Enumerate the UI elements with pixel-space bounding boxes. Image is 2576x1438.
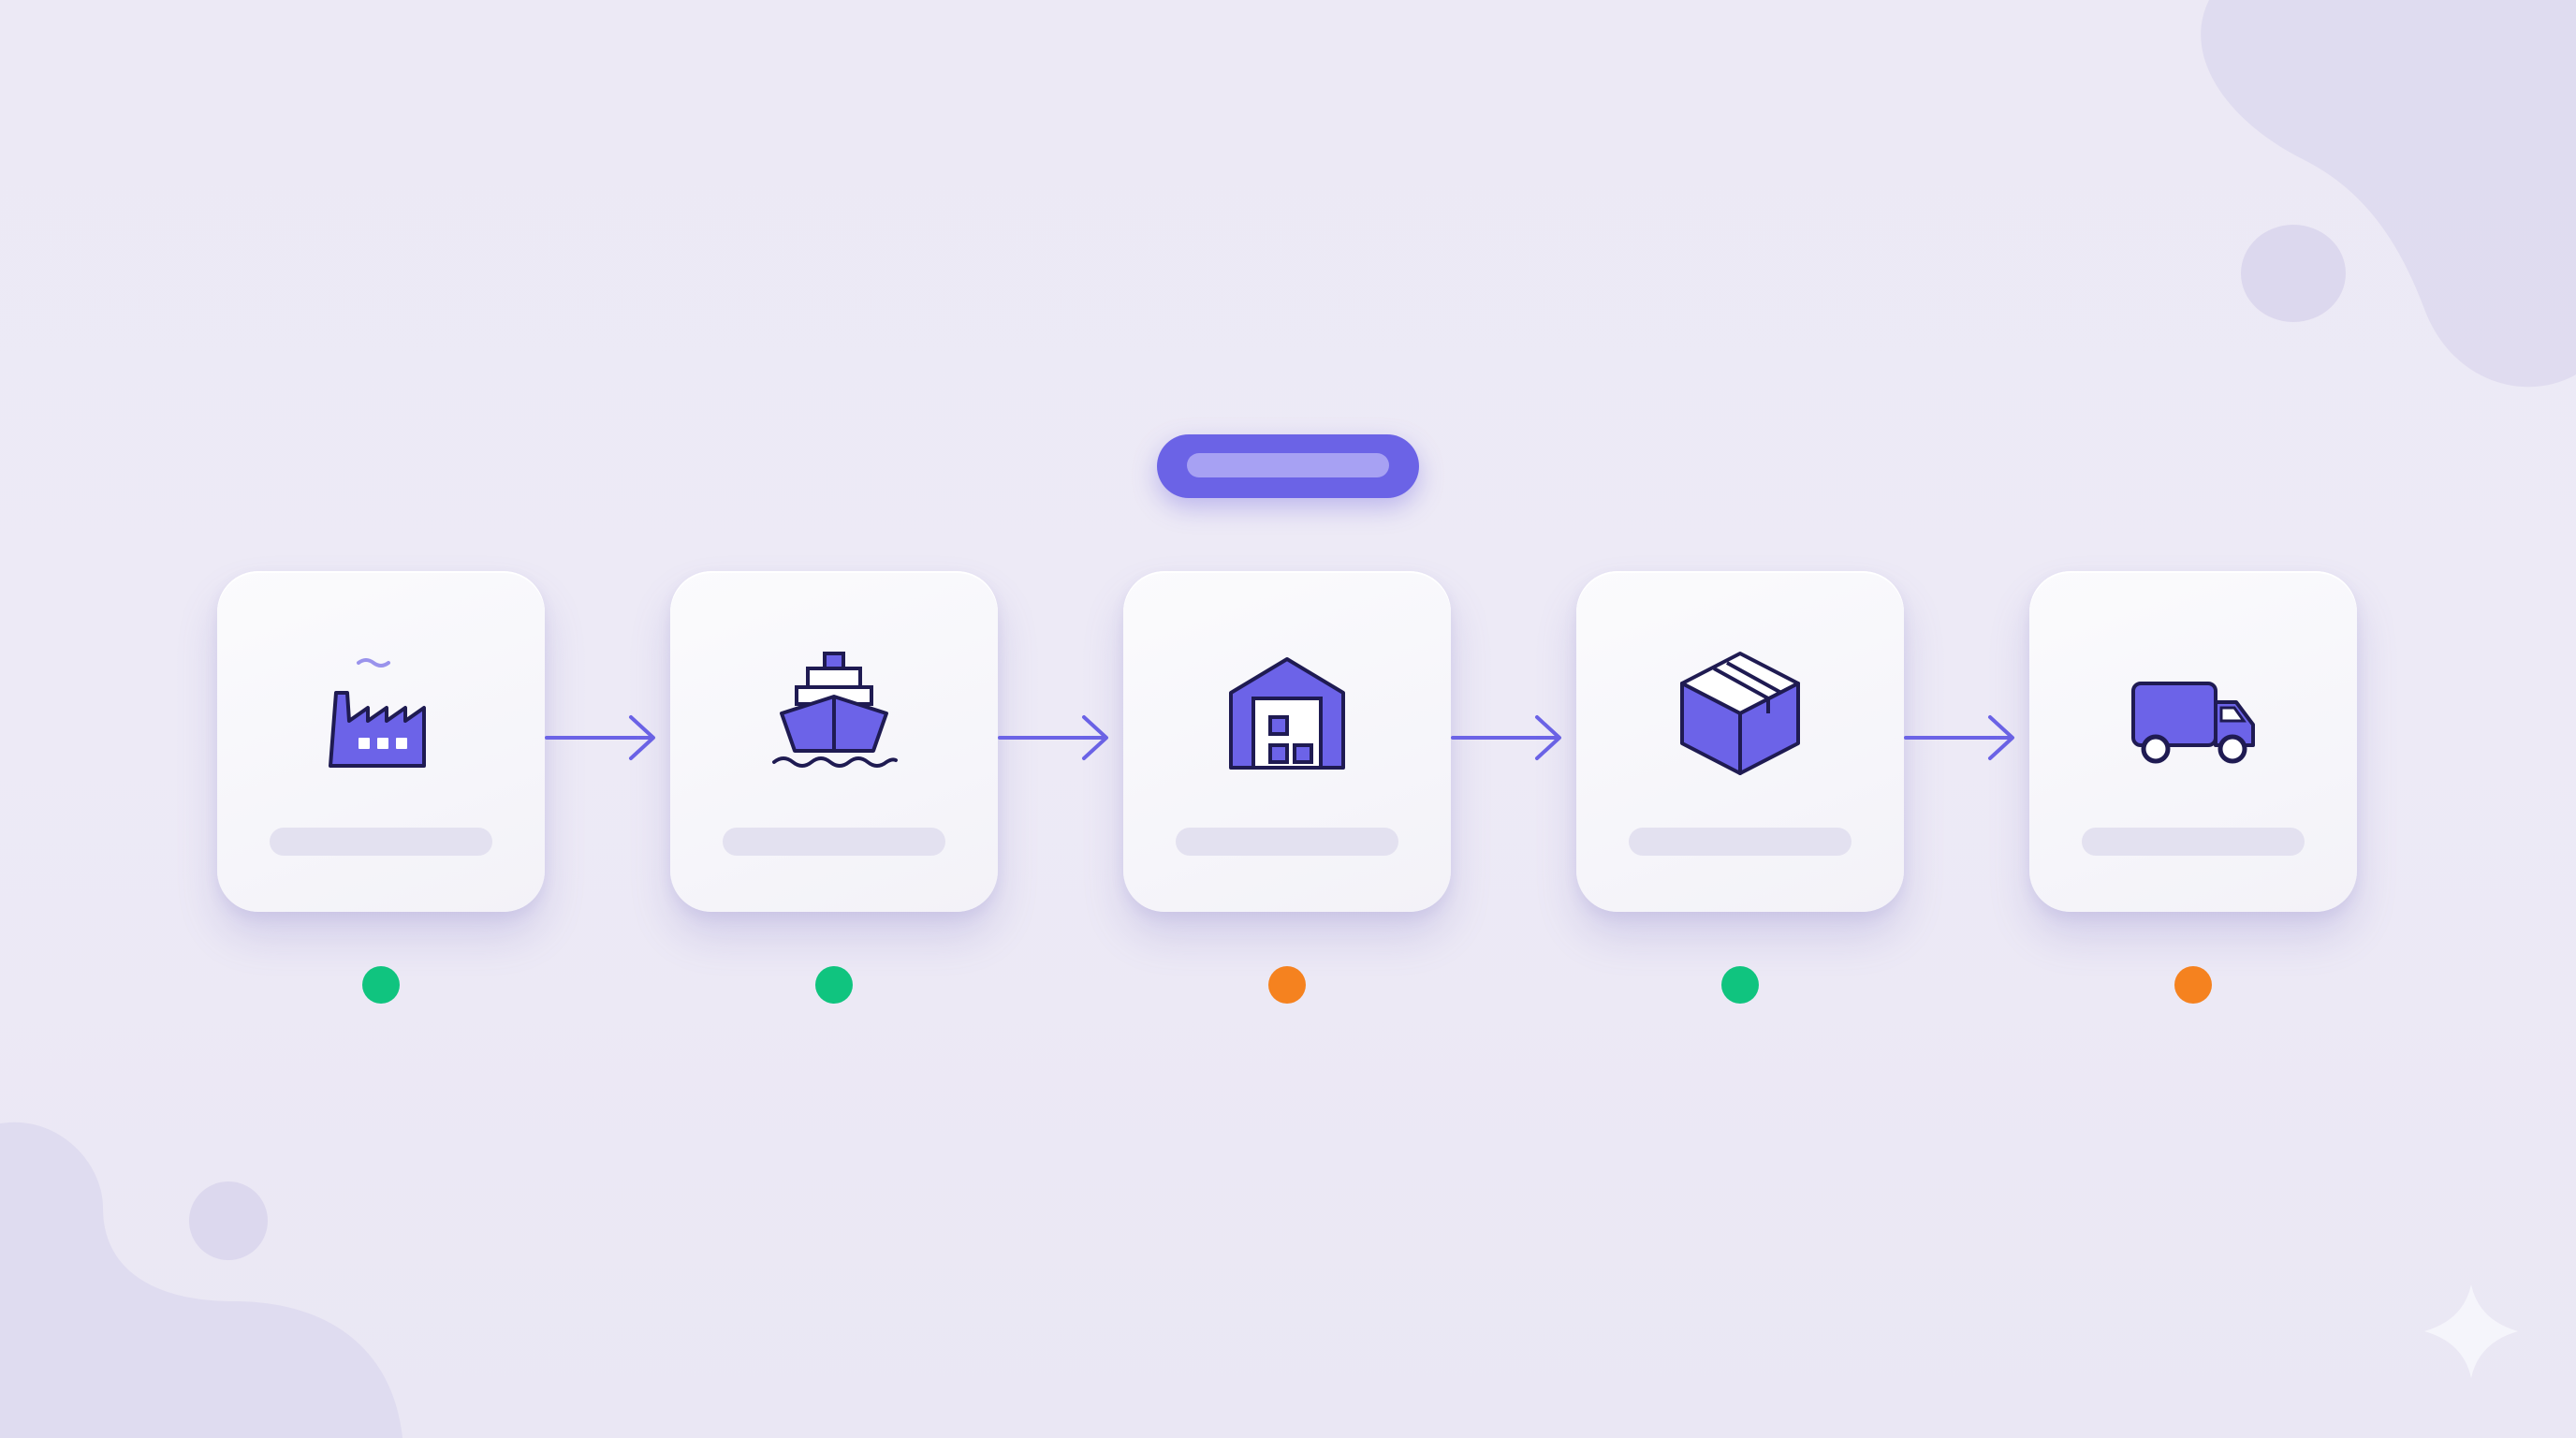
arrow-right-icon <box>998 715 1108 760</box>
arrow-right-icon <box>545 715 655 760</box>
step-label-warehouse <box>1176 828 1398 856</box>
step-card-warehouse[interactable] <box>1123 571 1451 912</box>
status-dot-factory <box>362 966 400 1004</box>
status-dot-warehouse <box>1268 966 1306 1004</box>
active-step-badge-label <box>1187 453 1389 477</box>
arrow-right-icon <box>1451 715 1561 760</box>
status-dot-package <box>1721 966 1759 1004</box>
step-label-factory <box>270 828 492 856</box>
step-label-ship <box>723 828 945 856</box>
status-dot-ship <box>815 966 853 1004</box>
warehouse-icon <box>1229 657 1345 770</box>
step-label-package <box>1629 828 1852 856</box>
step-card-ship[interactable] <box>670 571 998 912</box>
step-label-truck <box>2082 828 2305 856</box>
active-step-badge <box>1157 434 1419 498</box>
package-icon <box>1680 652 1800 775</box>
truck-icon <box>2131 682 2255 764</box>
arrow-right-icon <box>1904 715 2014 760</box>
factory-icon <box>329 658 426 768</box>
step-card-package[interactable] <box>1576 571 1904 912</box>
step-card-truck[interactable] <box>2029 571 2357 912</box>
ship-icon <box>772 652 898 768</box>
step-card-factory[interactable] <box>217 571 545 912</box>
status-dot-truck <box>2174 966 2212 1004</box>
